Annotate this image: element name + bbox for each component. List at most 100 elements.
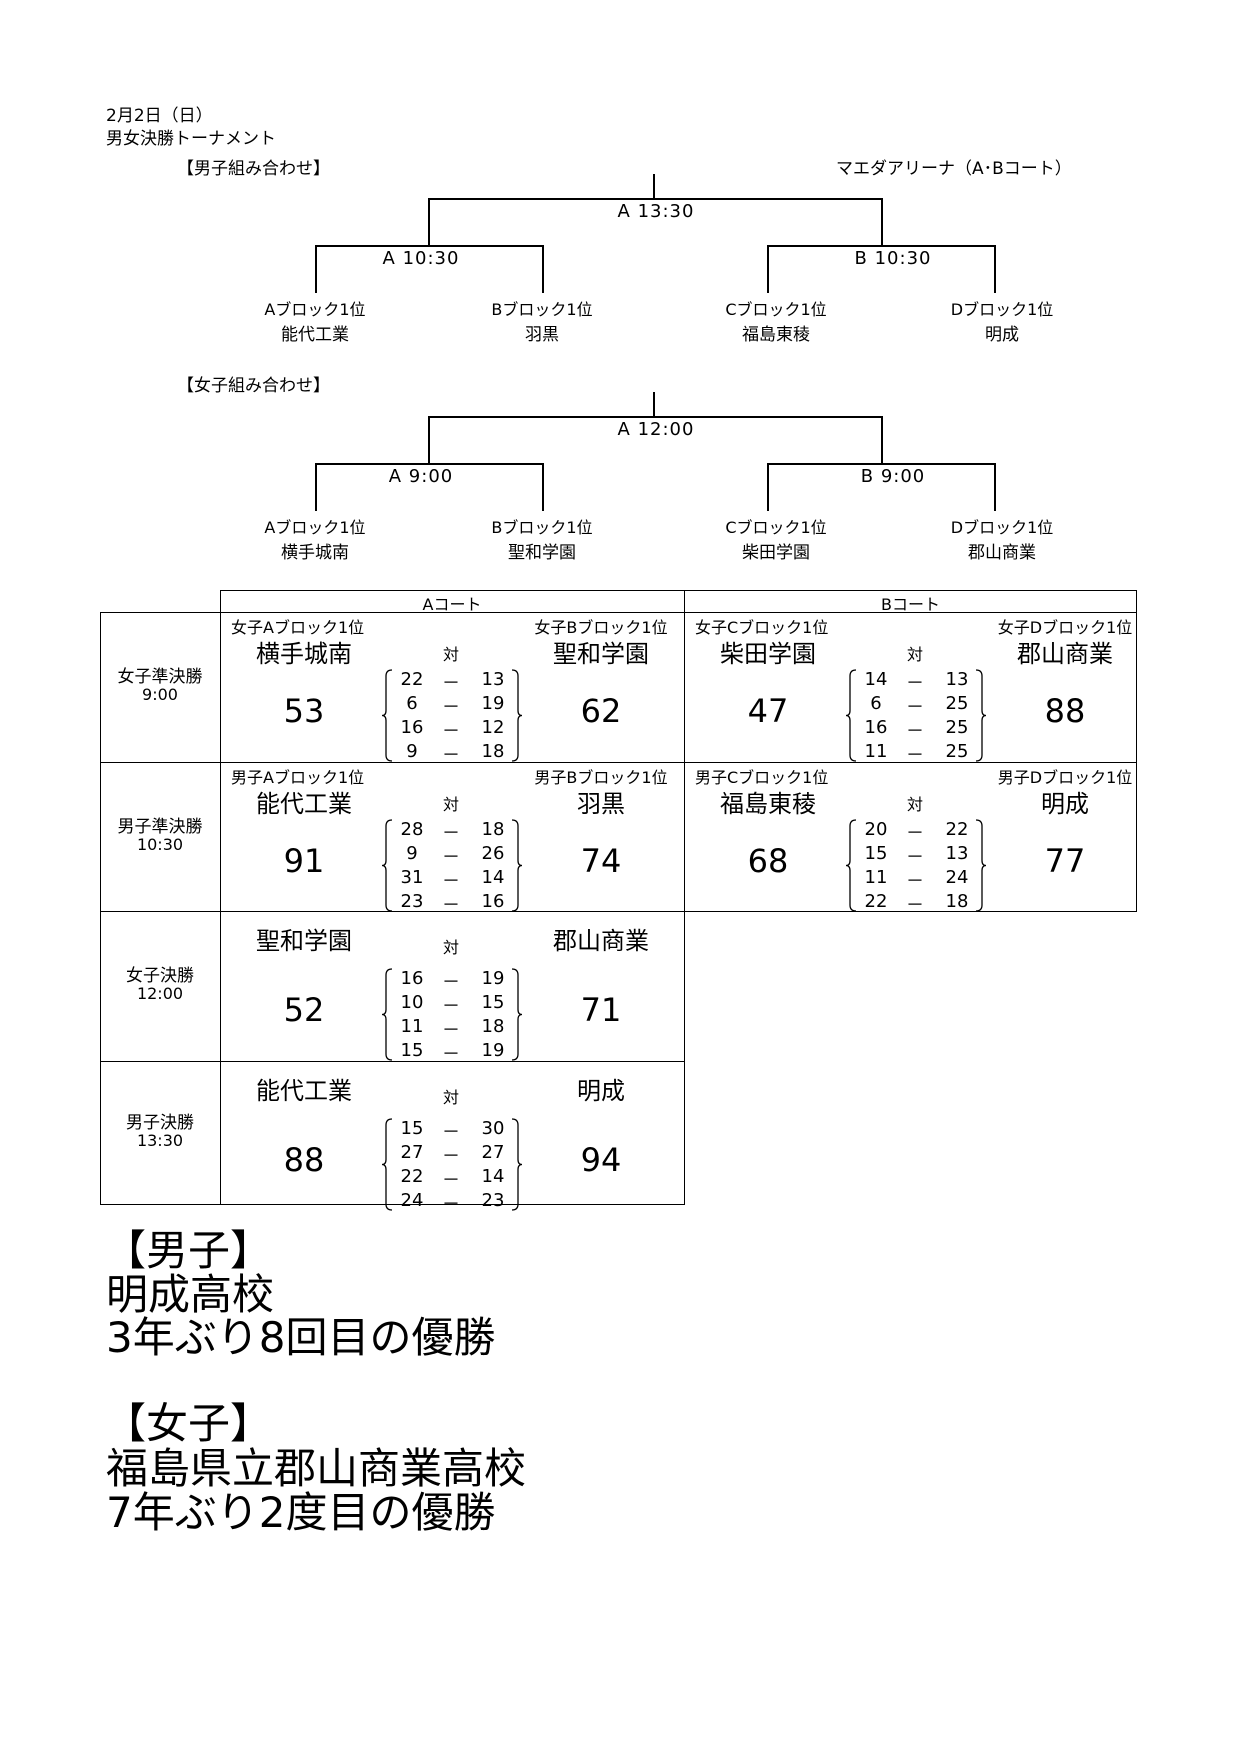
- final-time: A 13:30: [617, 201, 695, 222]
- right-team: 郡山商業: [553, 927, 649, 955]
- women-bracket-heading: 【女子組み合わせ】: [177, 376, 330, 396]
- left-brace: [382, 968, 393, 1061]
- right-brace: [511, 669, 522, 762]
- right-total-score: 71: [580, 991, 622, 1029]
- team-name: 能代工業: [281, 325, 349, 345]
- venue-text: マエダアリーナ（A･Bコート）: [836, 159, 1072, 179]
- left-total-score: 68: [747, 842, 789, 880]
- period-right-score: 19: [481, 968, 505, 989]
- period-right-score: 27: [481, 1142, 505, 1163]
- right-team: 聖和学園: [553, 640, 649, 668]
- period-left-score: 11: [400, 1016, 424, 1037]
- semi-time-a: A 9:00: [388, 466, 454, 487]
- period-right-score: 25: [945, 693, 969, 714]
- period-dash: －: [442, 745, 460, 766]
- right-brace: [975, 819, 986, 912]
- bracket-line: [315, 245, 543, 247]
- period-right-score: 12: [481, 717, 505, 738]
- team-name: 柴田学園: [742, 543, 810, 563]
- bracket-line: [767, 245, 995, 247]
- bracket-line: [767, 245, 769, 293]
- left-total-score: 52: [283, 991, 325, 1029]
- period-left-score: 14: [864, 669, 888, 690]
- round-name: 女子決勝: [126, 966, 194, 986]
- right-brace: [511, 819, 522, 912]
- round-name: 女子準決勝: [117, 667, 203, 687]
- period-left-score: 31: [400, 867, 424, 888]
- left-seed: 女子Cブロック1位: [695, 618, 829, 637]
- period-dash: －: [442, 895, 460, 916]
- bracket-line: [767, 463, 769, 511]
- round-name: 男子決勝: [126, 1112, 194, 1133]
- bracket-line: [428, 198, 882, 200]
- period-left-score: 16: [864, 717, 888, 738]
- left-team: 柴田学園: [720, 640, 816, 668]
- period-dash: －: [442, 1044, 460, 1065]
- seed-label: Bブロック1位: [491, 518, 593, 537]
- period-right-score: 15: [481, 992, 505, 1013]
- round-name: 男子準決勝: [117, 816, 203, 837]
- period-left-score: 15: [400, 1118, 424, 1139]
- round-time: 9:00: [142, 685, 178, 704]
- period-left-score: 11: [864, 867, 888, 888]
- final-time: A 12:00: [617, 419, 695, 440]
- right-team: 明成: [577, 1077, 625, 1105]
- bracket-line: [767, 463, 995, 465]
- period-dash: －: [906, 721, 924, 742]
- period-left-score: 9: [406, 741, 418, 762]
- right-total-score: 62: [580, 692, 622, 730]
- bracket-line: [315, 463, 543, 465]
- seed-label: Dブロック1位: [950, 518, 1054, 537]
- bracket-line: [881, 416, 883, 464]
- period-right-score: 16: [481, 891, 505, 912]
- right-brace: [511, 968, 522, 1061]
- right-total-score: 77: [1044, 842, 1086, 880]
- period-right-score: 25: [945, 741, 969, 762]
- seed-label: Cブロック1位: [725, 300, 827, 319]
- period-dash: －: [442, 847, 460, 868]
- bracket-line: [315, 463, 317, 511]
- team-name: 横手城南: [281, 543, 349, 563]
- seed-label: Bブロック1位: [491, 300, 593, 319]
- document-title: 男女決勝トーナメント: [106, 129, 276, 149]
- seed-label: Aブロック1位: [264, 300, 366, 319]
- left-total-score: 88: [283, 1141, 325, 1179]
- period-left-score: 6: [870, 693, 882, 714]
- period-right-score: 24: [945, 867, 969, 888]
- left-total-score: 91: [283, 842, 325, 880]
- period-left-score: 24: [400, 1190, 424, 1211]
- men-summary-heading: 【男子】: [104, 1226, 273, 1275]
- period-dash: －: [906, 871, 924, 892]
- period-dash: －: [906, 697, 924, 718]
- right-brace: [511, 1118, 522, 1211]
- right-total-score: 88: [1044, 692, 1086, 730]
- semi-time-b: B 10:30: [854, 248, 932, 269]
- bracket-line: [428, 416, 882, 418]
- period-left-score: 15: [400, 1040, 424, 1061]
- period-dash: －: [906, 847, 924, 868]
- left-total-score: 47: [747, 692, 789, 730]
- period-dash: －: [442, 1146, 460, 1167]
- right-seed: 男子Bブロック1位: [534, 768, 668, 787]
- vs-label: 対: [906, 645, 924, 664]
- period-dash: －: [442, 1020, 460, 1041]
- left-seed: 女子Aブロック1位: [231, 618, 365, 637]
- period-dash: －: [442, 721, 460, 742]
- bracket-line: [542, 245, 544, 293]
- period-dash: －: [442, 996, 460, 1017]
- right-total-score: 74: [580, 842, 622, 880]
- period-dash: －: [442, 1122, 460, 1143]
- bracket-line: [653, 174, 655, 199]
- period-left-score: 27: [400, 1142, 424, 1163]
- right-seed: 女子Dブロック1位: [997, 618, 1133, 637]
- left-team: 福島東稜: [720, 790, 816, 818]
- period-left-score: 9: [406, 843, 418, 864]
- bracket-line: [881, 198, 883, 246]
- bracket-line: [428, 198, 430, 246]
- women-champion: 福島県立郡山商業高校: [106, 1444, 527, 1493]
- team-name: 郡山商業: [968, 543, 1036, 563]
- period-left-score: 16: [400, 968, 424, 989]
- period-right-score: 18: [481, 741, 505, 762]
- period-right-score: 30: [481, 1118, 505, 1139]
- court-b-label: Bコート: [881, 595, 940, 614]
